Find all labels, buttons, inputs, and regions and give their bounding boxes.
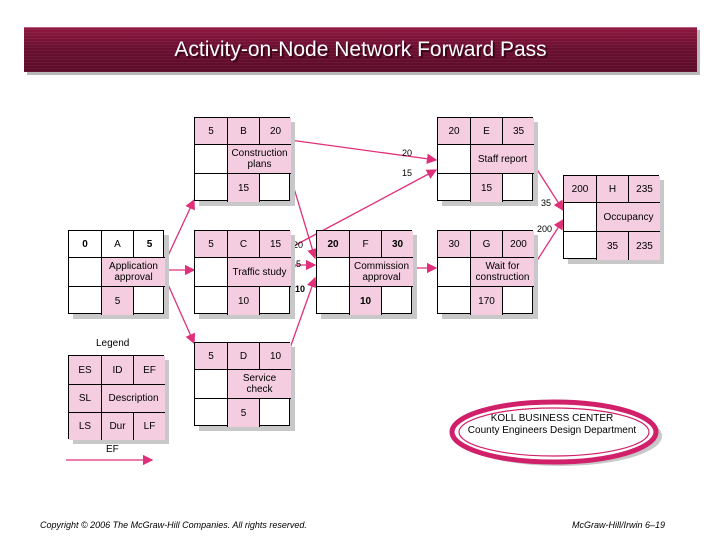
node-f-desc: Commission approval	[349, 257, 413, 286]
node-b-ef: 20	[259, 118, 291, 144]
legend-es: ES	[69, 356, 101, 384]
koll-badge: KOLL BUSINESS CENTER County Engineers De…	[444, 413, 660, 437]
node-d-es: 5	[195, 343, 227, 369]
node-f-dur: 10	[349, 286, 381, 315]
legend-desc: Description	[101, 384, 165, 412]
arrow-g-h	[530, 218, 564, 271]
node-d-ef: 10	[259, 343, 291, 369]
node-a-dur: 5	[101, 286, 133, 315]
node-c-dur: 10	[227, 286, 259, 315]
legend-ef: EF	[133, 356, 165, 384]
label-c-f: 15	[291, 259, 301, 269]
node-h: 200 H 235 Occupancy 35 235	[563, 175, 660, 260]
node-g-ef: 200	[502, 231, 534, 257]
title-bar: Activity-on-Node Network Forward Pass	[24, 27, 697, 72]
node-h-es: 200	[564, 176, 596, 202]
legend-lf: LF	[133, 412, 165, 440]
label-b-e: 20	[402, 148, 412, 158]
koll-ellipse-inner	[458, 407, 650, 457]
node-b: 5 B 20 Construction plans 15	[194, 117, 291, 202]
koll-line2: County Engineers Design Department	[467, 425, 637, 436]
legend-title: Legend	[96, 338, 130, 349]
node-b-desc: Construction plans	[227, 144, 291, 173]
node-h-dur: 35	[596, 231, 628, 260]
node-d-id: D	[227, 343, 259, 369]
node-b-id: B	[227, 118, 259, 144]
legend-id: ID	[101, 356, 133, 384]
arrow-b-e	[289, 139, 438, 164]
node-g-es: 30	[438, 231, 470, 257]
arrow-e-h	[530, 159, 564, 212]
footer-reference: McGraw-Hill/Irwin 6–19	[572, 520, 666, 530]
node-d-dur: 5	[227, 398, 259, 427]
node-b-es: 5	[195, 118, 227, 144]
legend-arrow-label: EF	[106, 444, 119, 455]
footer-copyright: Copyright © 2006 The McGraw-Hill Compani…	[40, 520, 307, 530]
slide-title: Activity-on-Node Network Forward Pass	[174, 38, 547, 61]
node-c-desc: Traffic study	[227, 257, 291, 286]
label-e-h: 35	[541, 198, 551, 208]
label-b-f: 20	[293, 240, 303, 250]
node-a-desc: Application approval	[101, 257, 165, 286]
legend-ls: LS	[69, 412, 101, 440]
node-g-desc: Wait for construction	[470, 257, 534, 286]
arrow-c-e	[289, 169, 438, 249]
arrow-d-f	[289, 276, 317, 349]
label-c-e: 15	[402, 168, 412, 178]
node-a-id: A	[101, 231, 133, 257]
node-e: 20 E 35 Staff report 15	[437, 117, 534, 202]
node-f-ef: 30	[381, 231, 413, 257]
node-g-id: G	[470, 231, 502, 257]
koll-ellipse-outer	[449, 399, 659, 465]
node-c: 5 C 15 Traffic study 10	[194, 230, 291, 315]
koll-line1: KOLL BUSINESS CENTER	[490, 413, 614, 424]
node-h-ef: 235	[628, 176, 660, 202]
node-f: 20 F 30 Commission approval 10	[316, 230, 413, 315]
node-c-ef: 15	[259, 231, 291, 257]
node-g-dur: 170	[470, 286, 502, 315]
node-d-desc: Service check	[227, 369, 291, 398]
node-c-es: 5	[195, 231, 227, 257]
node-g: 30 G 200 Wait for construction 170	[437, 230, 534, 315]
node-a-ef: 5	[133, 231, 165, 257]
arrow-b-f	[289, 174, 318, 260]
node-b-dur: 15	[227, 173, 259, 202]
node-c-id: C	[227, 231, 259, 257]
node-f-es: 20	[317, 231, 349, 257]
node-a: 0 A 5 Application approval 5	[68, 230, 165, 315]
node-h-id: H	[596, 176, 628, 202]
node-e-dur: 15	[470, 173, 502, 202]
legend-sl: SL	[69, 384, 101, 412]
label-d-f: 10	[295, 284, 305, 294]
legend-dur: Dur	[101, 412, 133, 440]
node-h-desc: Occupancy	[596, 202, 660, 231]
node-e-id: E	[470, 118, 502, 144]
arrow-a-b	[165, 198, 195, 261]
arrow-a-d	[165, 279, 196, 345]
node-e-ef: 35	[502, 118, 534, 144]
node-e-es: 20	[438, 118, 470, 144]
node-d: 5 D 10 Service check 5	[194, 342, 291, 427]
label-g-h: 200	[537, 224, 552, 234]
legend-node: ES ID EF SL Description LS Dur LF	[68, 355, 165, 440]
node-h-lf: 235	[628, 231, 660, 260]
node-a-es: 0	[82, 238, 88, 250]
node-e-desc: Staff report	[470, 144, 534, 173]
node-f-id: F	[349, 231, 381, 257]
